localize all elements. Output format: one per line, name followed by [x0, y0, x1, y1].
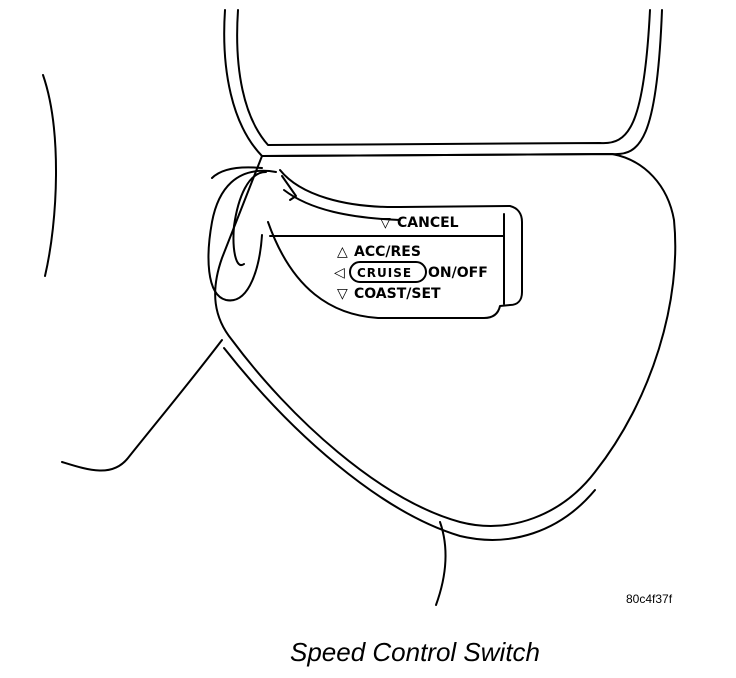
label-coast-set: ▽ COAST/SET	[337, 286, 441, 302]
column-cover-edge	[435, 521, 447, 606]
cruise-arrow-icon: ◁	[334, 265, 345, 281]
upper-shroud	[223, 9, 663, 157]
label-cancel: ▽ CANCEL	[380, 215, 459, 231]
coast-arrow-icon: ▽	[337, 286, 348, 302]
wheel-rim-arc	[42, 74, 57, 277]
cruise-lever	[267, 169, 523, 319]
cruise-badge	[349, 261, 427, 283]
housing-knob	[207, 166, 277, 302]
figure-caption: Speed Control Switch	[289, 637, 541, 667]
reference-code: 80c4f37f	[626, 592, 673, 606]
cancel-arrow-icon: ▽	[380, 215, 391, 231]
switch-housing	[214, 153, 677, 541]
coast-set-label: COAST/SET	[354, 286, 441, 302]
cancel-label: CANCEL	[397, 215, 459, 231]
on-off-label: ON/OFF	[428, 265, 488, 281]
acc-res-label: ACC/RES	[354, 244, 421, 260]
column-cover-lower	[61, 339, 223, 472]
label-acc-res: △ ACC/RES	[337, 244, 421, 260]
cruise-label: CRUISE	[357, 266, 412, 280]
label-cruise-onoff: ◁ CRUISE ON/OFF	[334, 261, 488, 283]
acc-arrow-icon: △	[337, 244, 348, 260]
